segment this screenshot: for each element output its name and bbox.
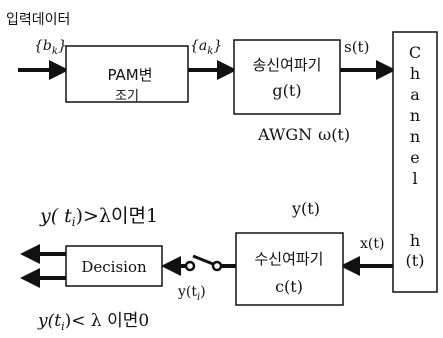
pam-modulator-box <box>65 45 189 103</box>
decision-label: Decision <box>81 258 147 276</box>
channel-h-label: h <box>410 231 420 250</box>
sample-y-label: y(ti) <box>177 284 206 303</box>
channel-letter: e <box>410 148 419 167</box>
decision-box <box>65 245 163 287</box>
tx-filter-box <box>233 39 341 115</box>
channel-letter: C <box>409 43 421 62</box>
rx-filter-func: c(t) <box>275 277 303 296</box>
pam-modulator-label-2: 조기 <box>115 89 139 104</box>
channel-letter: h <box>410 64 420 83</box>
tx-filter-func: g(t) <box>272 81 301 100</box>
rx-filter-label: 수신여파기 <box>254 250 323 268</box>
channel-letter: n <box>410 106 420 125</box>
a-k-label: {ak} <box>190 38 222 57</box>
rx-filter-box <box>235 232 344 306</box>
b-k-label: {bk} <box>34 38 67 57</box>
tx-filter-label: 송신여파기 <box>252 56 321 74</box>
pam-modulator-label: PAM변 <box>107 66 152 84</box>
decision-rule-0: y(ti)< λ 이면0 <box>37 311 149 333</box>
decision-rule-1: y(ti)>λ이면1 <box>39 205 158 229</box>
sampling-switch-icon <box>161 254 223 276</box>
channel-letter: a <box>410 85 420 104</box>
channel-t-label: (t) <box>406 251 425 270</box>
x-t-label: x(t) <box>360 236 384 252</box>
input-data-label: 입력데이터 <box>6 12 70 28</box>
s-t-label: s(t) <box>344 38 369 56</box>
channel-letter: l <box>412 169 417 188</box>
y-t-label: y(t) <box>291 199 320 218</box>
channel-letter: n <box>410 127 420 146</box>
channel-box <box>392 31 438 293</box>
